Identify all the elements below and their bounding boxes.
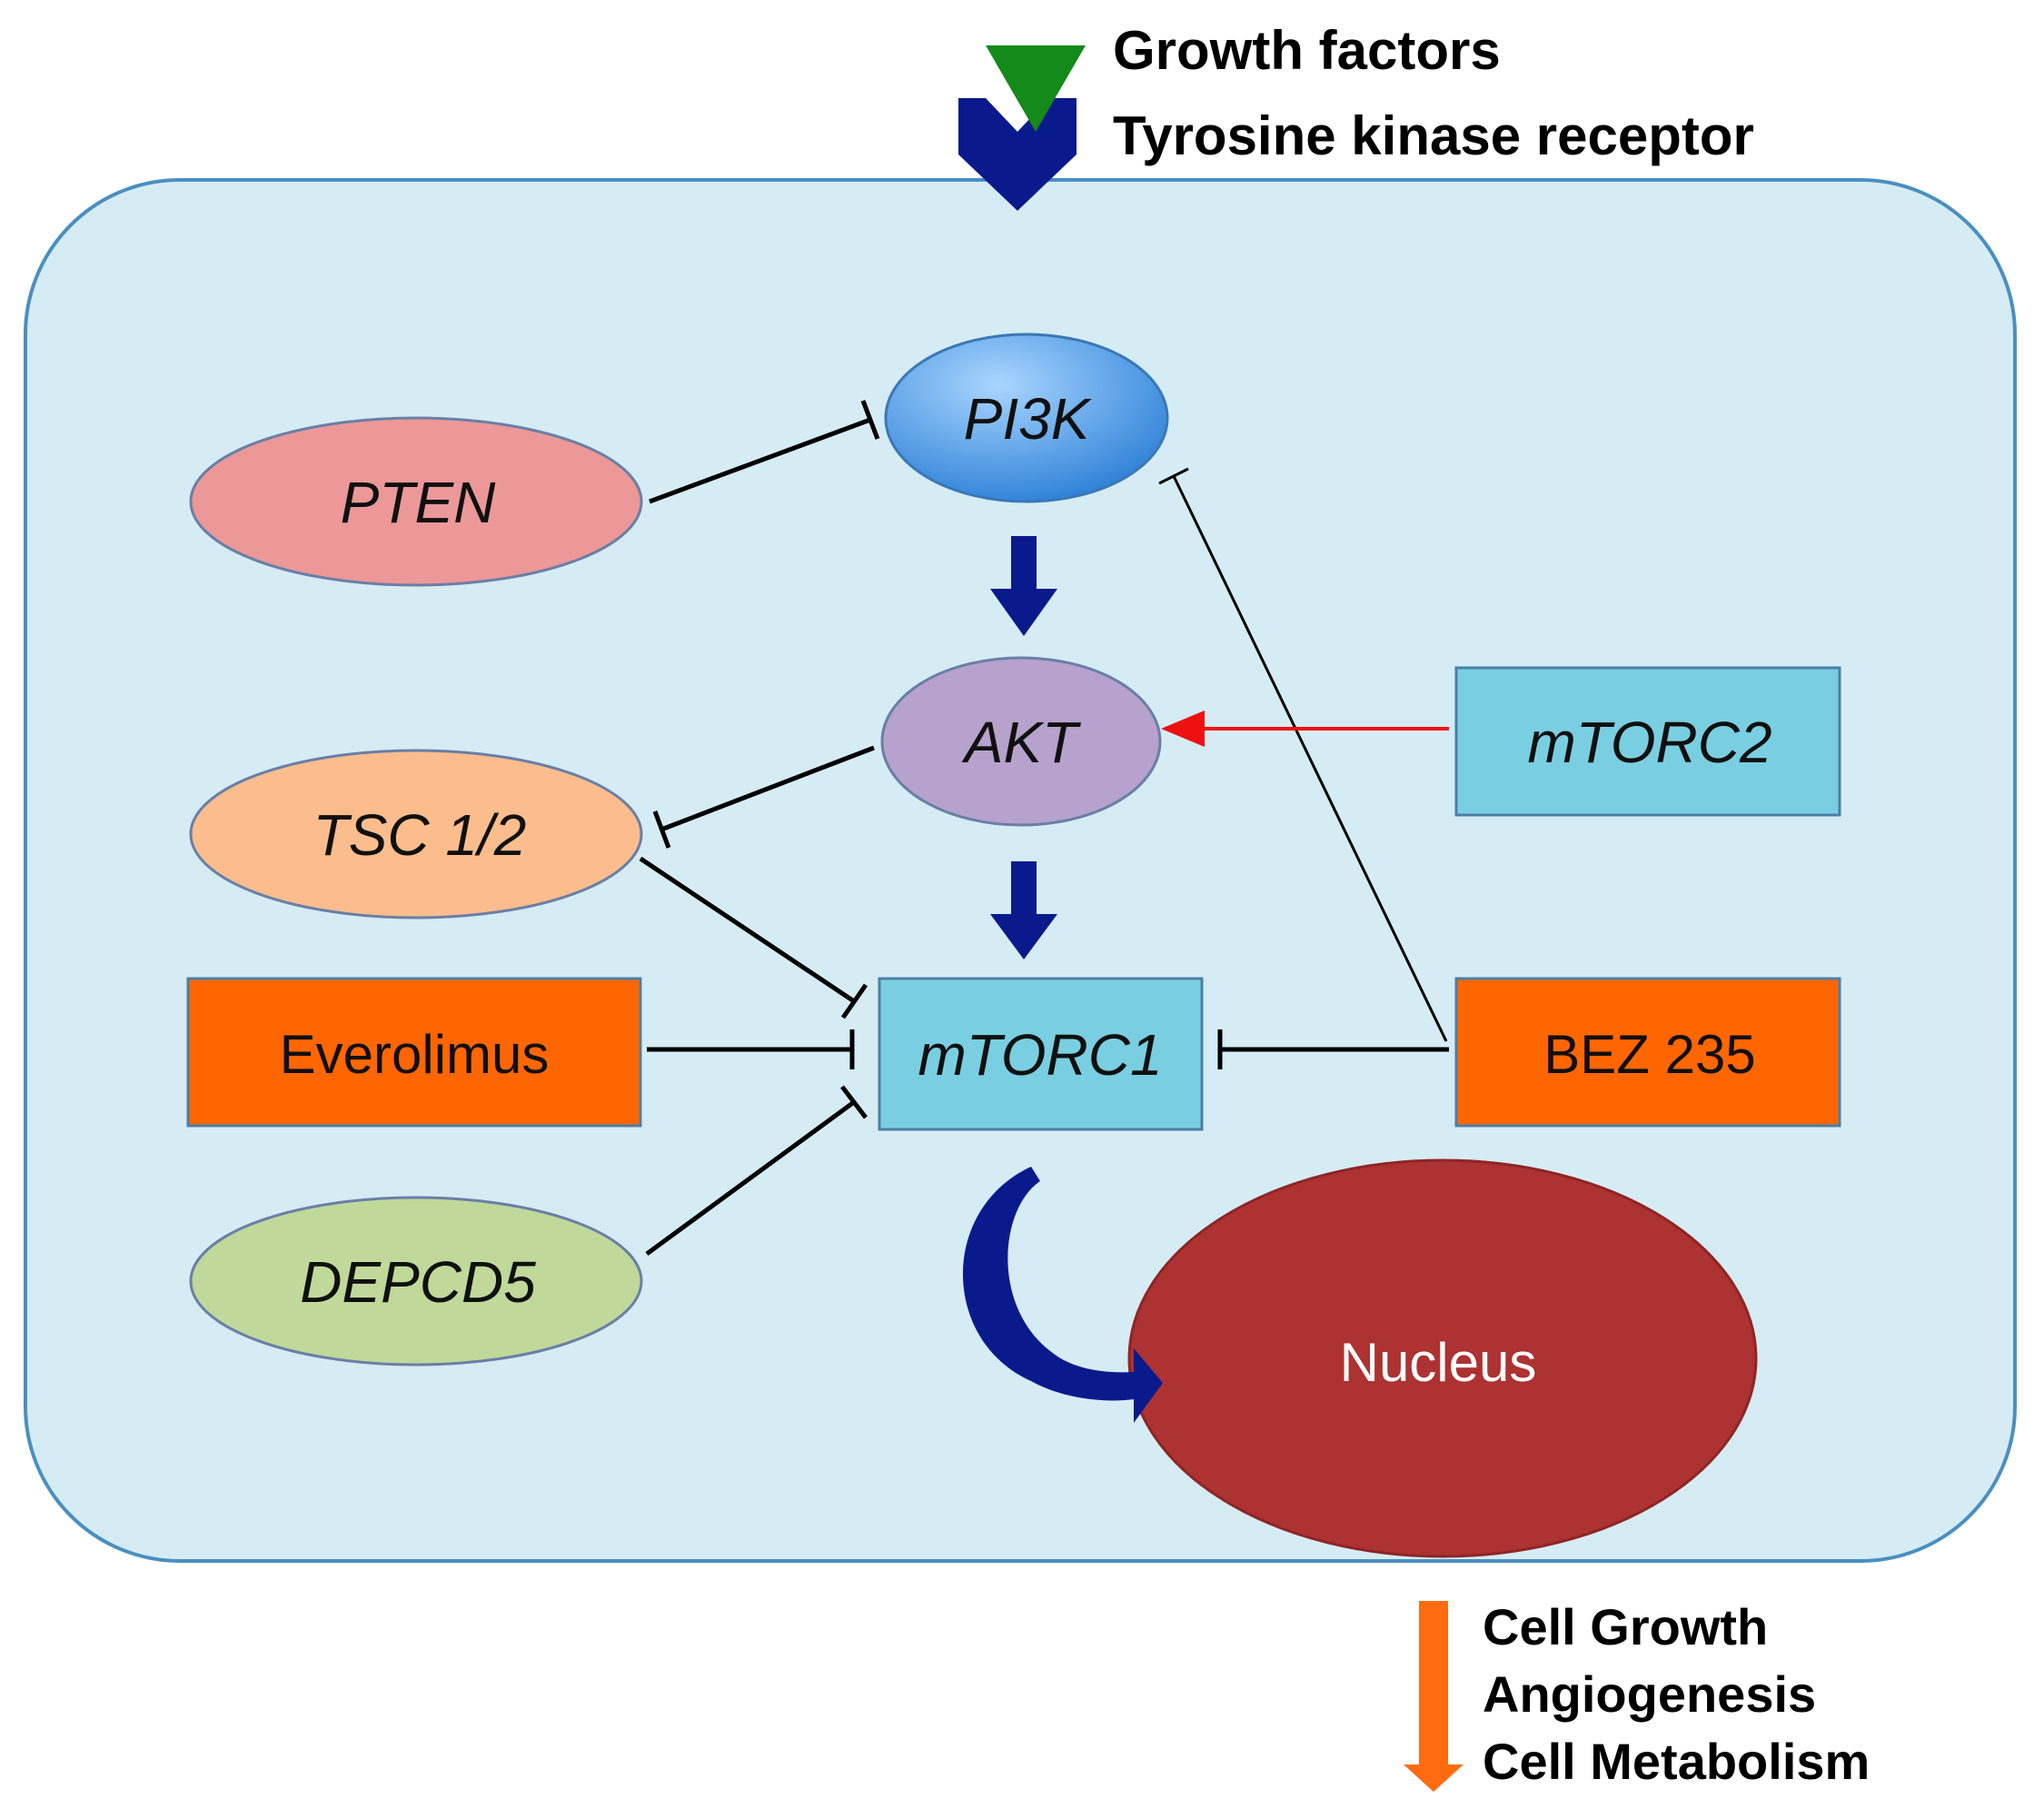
growth-factor-triangle-icon — [986, 45, 1086, 132]
node-depcd5-label: DEPCD5 — [300, 1249, 536, 1315]
node-mtorc1 — [878, 977, 1204, 1131]
node-akt — [880, 656, 1162, 827]
node-akt-label: AKT — [961, 710, 1081, 775]
inhibit-tsc-mtorc1 — [639, 856, 856, 1004]
input-label-growth-factors: Growth factors — [1113, 20, 1501, 81]
node-tsc-label: TSC 1/2 — [313, 802, 527, 868]
node-tsc — [189, 749, 643, 919]
inhibit-depcd5-mtorc1 — [645, 1099, 856, 1257]
receptor-chevron-icon — [958, 98, 1077, 211]
output-arrow-icon — [1404, 1601, 1464, 1792]
output-label-cell-growth: Cell Growth — [1483, 1598, 1768, 1655]
node-bez235-label: BEZ 235 — [1543, 1024, 1755, 1085]
output-label-angiogenesis: Angiogenesis — [1483, 1665, 1816, 1723]
node-mtorc1-label: mTORC1 — [918, 1022, 1162, 1088]
output-label-cell-metabolism: Cell Metabolism — [1483, 1733, 1870, 1790]
node-mtorc2 — [1454, 666, 1841, 817]
arrow-akt-to-mtorc1 — [990, 861, 1057, 959]
input-label-tyrosine-kinase-receptor: Tyrosine kinase receptor — [1113, 105, 1754, 166]
inhibit-akt-tsc — [660, 745, 875, 832]
inhibit-pten-pi3k — [649, 417, 871, 504]
nucleus-label: Nucleus — [1340, 1332, 1537, 1393]
arrow-pi3k-to-akt — [990, 536, 1057, 636]
nucleus — [1127, 1158, 1758, 1558]
node-everolimus — [186, 977, 642, 1128]
node-pi3k-label: PI3K — [964, 386, 1093, 452]
node-bez235 — [1454, 977, 1841, 1128]
inhibition-lines — [639, 400, 1449, 1257]
inhibit-bez235-pi3k — [1158, 467, 1448, 1042]
node-pten — [189, 416, 643, 587]
node-pten-label: PTEN — [341, 470, 496, 535]
node-everolimus-label: Everolimus — [280, 1024, 550, 1085]
curved-arrow-mtorc1-to-nucleus — [963, 1167, 1163, 1423]
node-pi3k — [884, 333, 1169, 503]
node-mtorc2-label: mTORC2 — [1527, 710, 1771, 775]
node-depcd5 — [189, 1196, 643, 1367]
